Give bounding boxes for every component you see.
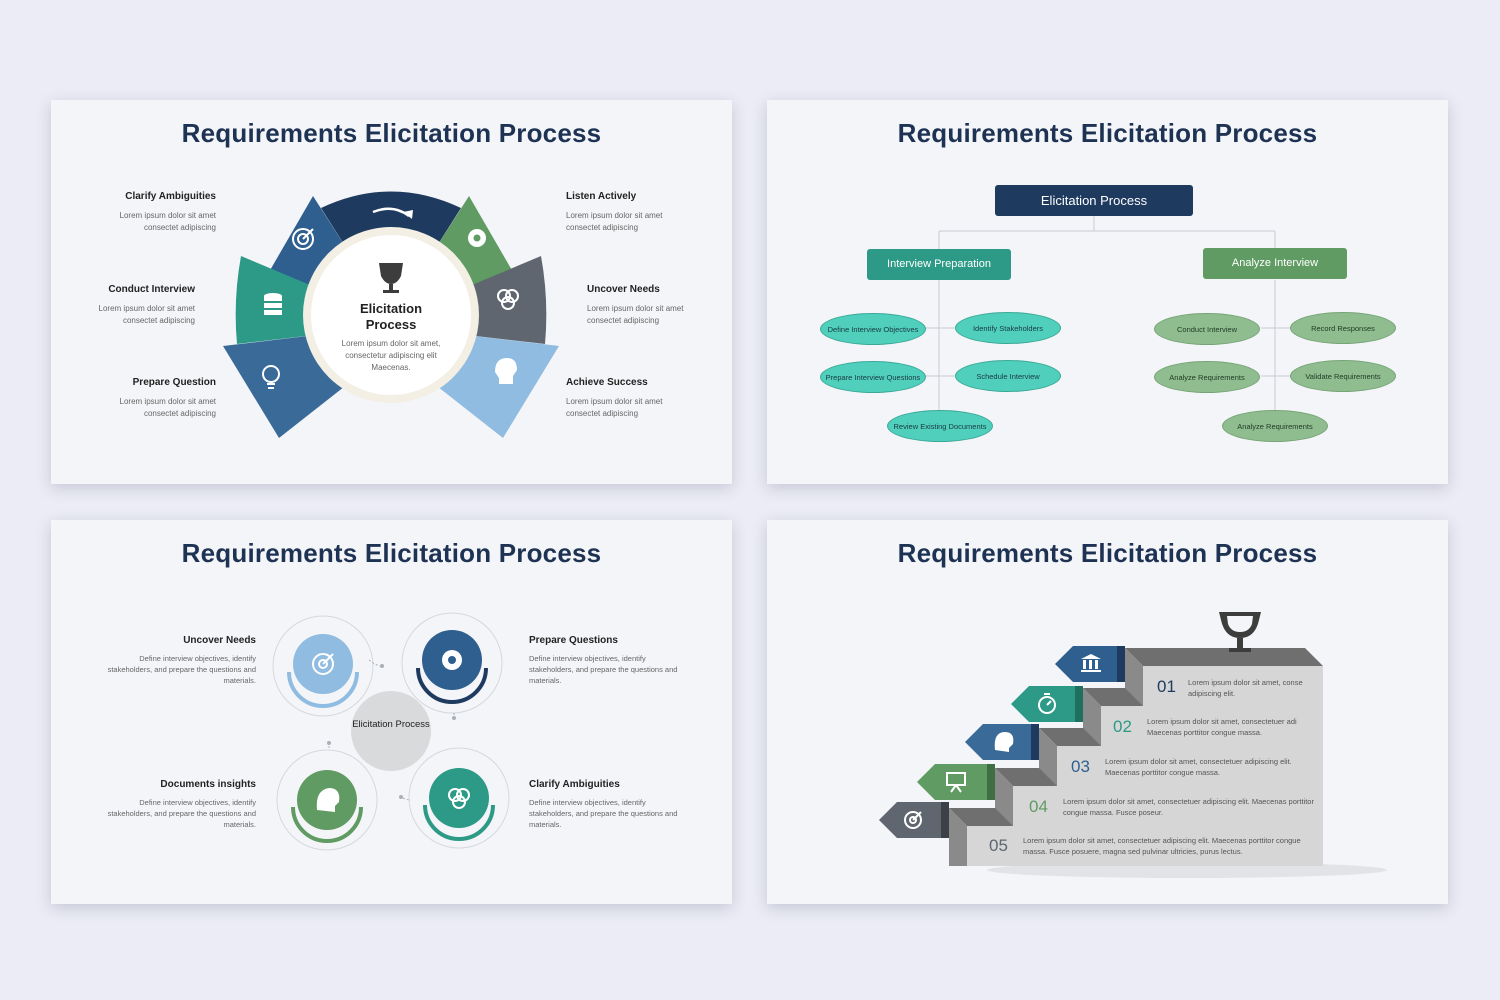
label-clarify: Clarify Ambiguities — [125, 191, 216, 202]
staircase-diagram — [879, 612, 1387, 878]
slide-staircase-diagram: Requirements Elicitation Process — [767, 520, 1448, 904]
node-conduct-interview: Conduct Interview — [1154, 313, 1260, 345]
slide-title: Requirements Elicitation Process — [897, 118, 1318, 148]
node-label: Analyze Requirements — [1237, 421, 1313, 431]
step-number: 02 — [1113, 717, 1132, 736]
radial-diagram — [223, 191, 559, 438]
node-label: Validate Requirements — [1305, 371, 1381, 381]
step-text: Lorem ipsum dolor sit amet, consectetuer… — [1147, 717, 1297, 737]
node-label: Conduct Interview — [1176, 324, 1238, 334]
desc-conduct: Lorem ipsum dolor sit amet consectet adi… — [98, 304, 195, 325]
gear-icon — [468, 229, 486, 247]
label-achieve: Achieve Success — [566, 377, 648, 388]
branch-interview-preparation: Interview Preparation — [867, 249, 1011, 280]
cycle-diagram — [272, 612, 510, 851]
step-04 — [1013, 786, 1323, 826]
node-identify-stakeholders: Identify Stakeholders — [955, 312, 1061, 344]
desc-prepare-questions: Define interview objectives, identify st… — [529, 654, 678, 685]
label-uncover-needs: Uncover Needs — [183, 635, 256, 646]
step-text: Lorem ipsum dolor sit amet, consectetuer… — [1063, 797, 1314, 817]
node-analyze-requirements: Analyze Requirements — [1154, 361, 1260, 393]
head-gears-icon — [994, 732, 1014, 752]
node-label: Prepare Interview Questions — [825, 372, 921, 382]
node-label: Schedule Interview — [976, 371, 1040, 381]
desc-documents-insights: Define interview objectives, identify st… — [107, 798, 256, 829]
desc-prepare: Lorem ipsum dolor sit amet consectet adi… — [119, 397, 216, 418]
step-number: 01 — [1157, 677, 1176, 696]
step-02 — [1101, 706, 1323, 746]
branch-analyze-interview: Analyze Interview — [1203, 248, 1347, 279]
desc-clarify: Lorem ipsum dolor sit amet consectet adi… — [119, 211, 216, 232]
center-desc: Lorem ipsum dolor sit amet, consectetur … — [341, 339, 441, 372]
database-icon — [264, 293, 282, 315]
step-number: 04 — [1029, 797, 1048, 816]
label-clarify-ambiguities: Clarify Ambiguities — [529, 779, 620, 790]
node-label: Record Responses — [1311, 323, 1375, 333]
label-prepare-questions: Prepare Questions — [529, 635, 618, 646]
node-review-documents: Review Existing Documents — [887, 410, 993, 442]
gear-icon — [442, 650, 462, 670]
venn-icon — [497, 289, 519, 310]
stopwatch-icon — [1038, 693, 1056, 714]
step-05 — [967, 826, 1323, 866]
label-conduct: Conduct Interview — [108, 284, 195, 295]
step-text: Lorem ipsum dolor sit amet, consectetuer… — [1023, 836, 1301, 856]
tree-connectors — [925, 216, 1291, 412]
slide-cycle-diagram: Requirements Elicitation Process — [51, 520, 732, 904]
center-title: Elicitation Process — [359, 301, 423, 332]
center-disc — [311, 235, 471, 395]
slide-radial-diagram: Requirements Elicitation Process — [51, 100, 732, 484]
lightbulb-icon — [262, 365, 280, 389]
label-uncover: Uncover Needs — [587, 284, 660, 295]
target-icon — [312, 653, 334, 675]
center-label: Elicitation Process — [352, 719, 430, 730]
venn-icon — [448, 788, 470, 809]
head-gears-icon — [495, 358, 517, 384]
node-clarify-ambiguities — [429, 768, 489, 828]
node-analyze-requirements-2: Analyze Requirements — [1222, 410, 1328, 442]
desc-uncover: Lorem ipsum dolor sit amet consectet adi… — [587, 304, 684, 325]
step-03 — [1057, 746, 1323, 786]
slide-title: Requirements Elicitation Process — [897, 538, 1318, 568]
node-label: Review Existing Documents — [893, 421, 987, 431]
step-number: 03 — [1071, 757, 1090, 776]
target-icon — [904, 811, 922, 829]
desc-clarify-ambiguities: Define interview objectives, identify st… — [529, 798, 678, 829]
root-node: Elicitation Process — [995, 185, 1193, 216]
step-text: Lorem ipsum dolor sit amet, consectetuer… — [1105, 757, 1292, 777]
label-prepare: Prepare Question — [132, 377, 216, 388]
desc-uncover-needs: Define interview objectives, identify st… — [107, 654, 256, 685]
step-number: 05 — [989, 836, 1008, 855]
step-text: Lorem ipsum dolor sit amet, conse adipis… — [1188, 678, 1303, 698]
node-label: Identify Stakeholders — [972, 323, 1044, 333]
node-label: Define Interview Objectives — [827, 324, 919, 334]
slide-title: Requirements Elicitation Process — [181, 118, 602, 148]
desc-achieve: Lorem ipsum dolor sit amet consectet adi… — [566, 397, 663, 418]
target-icon — [292, 228, 314, 250]
node-prepare-questions: Prepare Interview Questions — [820, 361, 926, 393]
step-01 — [1143, 666, 1323, 706]
node-define-objectives: Define Interview Objectives — [820, 313, 926, 345]
head-gears-icon — [316, 788, 340, 812]
center-circle — [351, 691, 431, 771]
node-schedule-interview: Schedule Interview — [955, 360, 1061, 392]
presentation-icon — [946, 772, 966, 793]
desc-listen: Lorem ipsum dolor sit amet consectet adi… — [566, 211, 663, 232]
node-label: Analyze Requirements — [1169, 372, 1245, 382]
trophy-icon — [1219, 612, 1261, 652]
slide-title: Requirements Elicitation Process — [181, 538, 602, 568]
bank-icon — [1081, 654, 1101, 672]
node-record-responses: Record Responses — [1290, 312, 1396, 344]
node-validate-requirements: Validate Requirements — [1290, 360, 1396, 392]
label-documents-insights: Documents insights — [160, 779, 256, 790]
slide-tree-diagram: Requirements Elicitation Process Elicita… — [767, 100, 1448, 484]
trophy-icon — [379, 263, 403, 293]
label-listen: Listen Actively — [566, 191, 637, 202]
